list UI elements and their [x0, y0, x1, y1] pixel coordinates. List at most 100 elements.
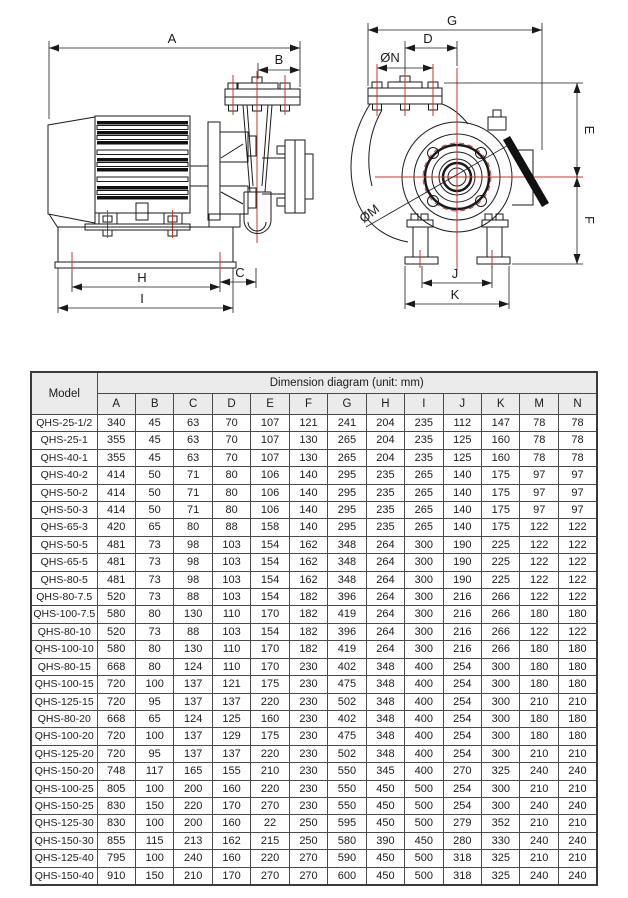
value-cell: 121 — [288, 413, 329, 433]
value-cell: 265 — [404, 483, 444, 503]
model-cell: QHS-80-10 — [30, 622, 98, 642]
value-cell: 264 — [365, 570, 406, 590]
value-cell: 450 — [365, 779, 406, 798]
bolt-hole — [427, 147, 439, 159]
value-cell: 210 — [519, 692, 559, 711]
value-cell: 103 — [211, 535, 252, 555]
value-cell: 147 — [481, 413, 521, 433]
value-cell: 550 — [327, 762, 367, 781]
value-cell: 78 — [557, 413, 598, 433]
value-cell: 122 — [519, 518, 559, 537]
value-cell: 216 — [442, 622, 483, 642]
value-cell: 264 — [365, 535, 406, 555]
value-cell: 73 — [134, 553, 175, 572]
value-cell: 130 — [173, 640, 213, 659]
value-cell: 595 — [327, 814, 367, 833]
value-cell: 73 — [134, 570, 175, 590]
value-cell: 95 — [134, 744, 175, 764]
value-cell: 140 — [442, 518, 483, 537]
value-cell: 240 — [557, 831, 598, 851]
value-cell: 450 — [404, 831, 444, 851]
dimension-h: H — [71, 270, 221, 292]
value-cell: 400 — [404, 762, 444, 781]
value-cell: 414 — [96, 501, 136, 520]
discharge-flange — [224, 76, 301, 112]
value-cell: 414 — [96, 483, 136, 503]
value-cell: 300 — [481, 692, 521, 711]
value-cell: 180 — [557, 657, 598, 677]
model-cell: QHS-100-25 — [30, 779, 98, 798]
motor — [47, 115, 191, 238]
value-cell: 80 — [134, 640, 175, 659]
dim-label-d: D — [423, 31, 432, 46]
value-cell: 65 — [134, 518, 175, 537]
model-cell: QHS-50-2 — [30, 483, 98, 503]
value-cell: 154 — [250, 588, 290, 607]
dimension-a: A — [48, 31, 301, 119]
value-cell: 279 — [442, 814, 483, 833]
value-cell: 400 — [404, 727, 444, 746]
technical-drawing: A B — [47, 13, 597, 313]
column-header-J: J — [442, 393, 483, 415]
value-cell: 254 — [442, 796, 483, 816]
top-flange-centerlines — [376, 64, 434, 116]
value-cell: 318 — [442, 849, 483, 868]
value-cell: 107 — [250, 431, 290, 450]
value-cell: 45 — [134, 448, 175, 468]
value-cell: 230 — [288, 744, 329, 764]
value-cell: 180 — [519, 709, 559, 729]
value-cell: 110 — [211, 657, 252, 677]
model-cell: QHS-80-15 — [30, 657, 98, 677]
value-cell: 450 — [365, 849, 406, 868]
value-cell: 170 — [250, 605, 290, 624]
value-cell: 300 — [481, 675, 521, 694]
column-header-B: B — [134, 393, 175, 415]
value-cell: 154 — [250, 553, 290, 572]
value-cell: 748 — [96, 762, 136, 781]
value-cell: 210 — [557, 849, 598, 868]
value-cell: 154 — [250, 570, 290, 590]
value-cell: 140 — [288, 483, 329, 503]
value-cell: 175 — [481, 483, 521, 503]
value-cell: 450 — [365, 814, 406, 833]
model-cell: QHS-150-40 — [30, 866, 98, 886]
column-header-C: C — [173, 393, 213, 415]
value-cell: 300 — [481, 796, 521, 816]
value-cell: 220 — [250, 692, 290, 711]
value-cell: 95 — [134, 692, 175, 711]
value-cell: 240 — [519, 866, 559, 886]
value-cell: 140 — [288, 518, 329, 537]
value-cell: 265 — [404, 466, 444, 485]
value-cell: 140 — [442, 483, 483, 503]
value-cell: 254 — [442, 727, 483, 746]
value-cell: 210 — [557, 814, 598, 833]
value-cell: 130 — [288, 448, 329, 468]
value-cell: 160 — [211, 814, 252, 833]
value-cell: 475 — [327, 675, 367, 694]
value-cell: 295 — [327, 501, 367, 520]
value-cell: 140 — [288, 466, 329, 485]
value-cell: 78 — [557, 448, 598, 468]
value-cell: 355 — [96, 431, 136, 450]
value-cell: 210 — [557, 779, 598, 798]
value-cell: 230 — [288, 762, 329, 781]
model-cell: QHS-150-30 — [30, 831, 98, 851]
value-cell: 318 — [442, 866, 483, 886]
value-cell: 73 — [134, 622, 175, 642]
dimension-b: B — [257, 52, 300, 79]
value-cell: 300 — [481, 779, 521, 798]
motor-body — [94, 115, 191, 214]
value-cell: 106 — [250, 501, 290, 520]
value-cell: 230 — [288, 675, 329, 694]
value-cell: 97 — [557, 466, 598, 485]
value-cell: 204 — [365, 431, 406, 450]
dim-label-n: ØN — [380, 50, 400, 65]
